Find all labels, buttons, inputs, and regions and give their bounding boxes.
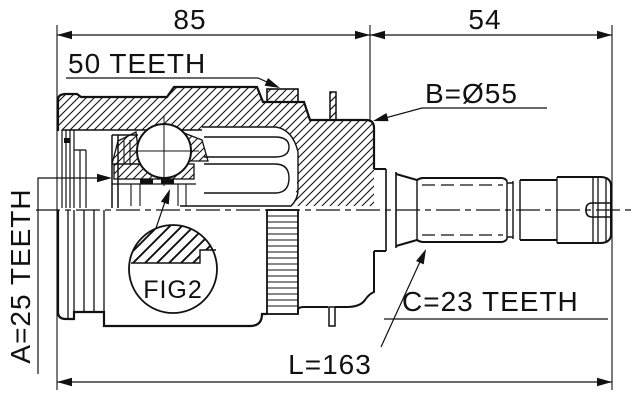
label-a-teeth: A=25 TEETH bbox=[5, 173, 112, 374]
shaft-mid-cylinder bbox=[520, 179, 557, 241]
dim-85-text: 85 bbox=[173, 4, 206, 35]
retainer-plate-section bbox=[329, 91, 337, 121]
label-c-teeth-leader bbox=[380, 252, 425, 348]
dim-length-arrow-left bbox=[57, 377, 72, 387]
boot-groove-lines bbox=[61, 130, 87, 208]
label-b-diameter: B=Ø55 bbox=[373, 78, 547, 122]
cage-wedge-left bbox=[111, 131, 141, 165]
snap-ring-right bbox=[161, 179, 174, 184]
dim-length-text: L=163 bbox=[288, 349, 372, 380]
dim-85-arrow-left bbox=[57, 30, 72, 40]
label-a-teeth-leader bbox=[37, 177, 99, 374]
housing-section-top bbox=[56, 85, 376, 208]
fig2-leader-arrow bbox=[160, 189, 170, 205]
label-c-teeth: C=23 TEETH bbox=[380, 249, 608, 348]
housing-rear-profile bbox=[297, 251, 375, 314]
track-lobe-lower bbox=[204, 163, 290, 194]
label-a-teeth-text: A=25 TEETH bbox=[5, 188, 36, 363]
spline-root-dashes bbox=[422, 184, 503, 236]
dim-54-arrow-left bbox=[370, 30, 385, 40]
ball-bearing-assembly bbox=[111, 116, 209, 186]
extension-lines bbox=[56, 25, 613, 390]
label-50-teeth-arrow bbox=[264, 78, 280, 88]
fig2-detail: FIG2 bbox=[128, 189, 218, 314]
shaft-stub bbox=[374, 168, 386, 252]
tone-ring-external bbox=[266, 209, 299, 315]
housing-outline-bottom bbox=[56, 210, 267, 328]
fig2-label: FIG2 bbox=[143, 276, 203, 304]
label-b-diameter-leader bbox=[377, 107, 547, 121]
label-50-teeth-leader bbox=[66, 77, 277, 87]
dimension-length: L=163 bbox=[57, 349, 612, 387]
snap-ring-left bbox=[140, 179, 153, 184]
dim-85-arrow-right bbox=[355, 30, 370, 40]
dim-length-arrow-right bbox=[597, 377, 612, 387]
dim-54-arrow-right bbox=[597, 30, 612, 40]
label-50-teeth: 50 TEETH bbox=[66, 48, 280, 88]
track-lobe-upper bbox=[204, 136, 290, 158]
label-a-teeth-arrow bbox=[97, 173, 112, 183]
ball-crosshair bbox=[129, 116, 199, 186]
boot-ridge-lines-bottom bbox=[67, 210, 105, 326]
label-c-teeth-text: C=23 TEETH bbox=[402, 286, 579, 317]
dim-54-text: 54 bbox=[468, 4, 501, 35]
label-50-teeth-text: 50 TEETH bbox=[68, 48, 206, 79]
clamp-mark bbox=[64, 138, 70, 143]
shaft-taper bbox=[395, 173, 418, 247]
tone-ring-section bbox=[266, 88, 299, 103]
dimension-54: 54 bbox=[370, 4, 612, 40]
fig2-band-edges bbox=[131, 249, 216, 264]
label-c-teeth-arrow bbox=[416, 249, 426, 265]
retainer-plate-external bbox=[328, 306, 336, 327]
housing-hatch-right-wall bbox=[263, 92, 374, 206]
cavity-outline bbox=[180, 126, 299, 207]
housing-outline-top bbox=[56, 85, 376, 169]
label-b-diameter-arrow bbox=[373, 113, 389, 122]
label-b-diameter-text: B=Ø55 bbox=[425, 78, 518, 109]
tone-ring-teeth bbox=[267, 215, 298, 307]
dimension-85: 85 bbox=[57, 4, 370, 40]
spline-section bbox=[416, 177, 508, 243]
